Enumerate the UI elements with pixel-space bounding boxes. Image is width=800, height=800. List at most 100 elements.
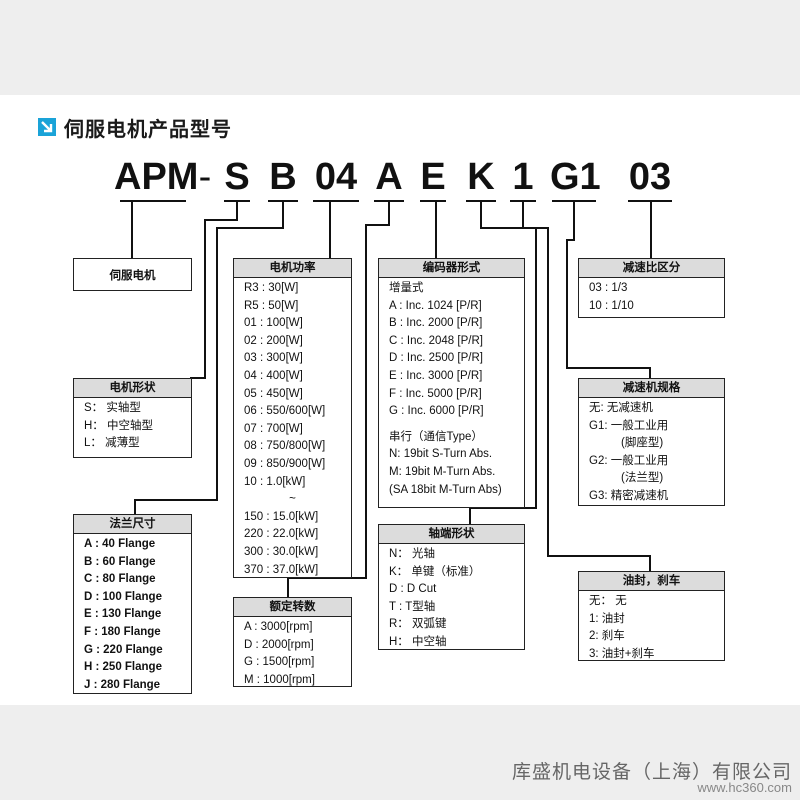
underline-encoder [420,200,446,202]
box-motor: 伺服电机 [73,258,192,291]
code-seal: 1 [512,156,534,198]
encoder-item: D : Inc. 2500 [P/R] [389,352,483,365]
flange-item: B : 60 Flange [84,555,156,568]
reducer-item: G2: 一般工业用 [589,454,669,467]
power-item: 07 : 700[W] [244,422,303,435]
underline-series [120,200,186,202]
power-item: 06 : 550/600[W] [244,405,326,418]
flange-item: J : 280 Flange [84,678,161,691]
encoder-item: M: 19bit M-Turn Abs. [389,465,496,478]
seal-item: 1: 油封 [589,612,625,625]
page-title: 伺服电机产品型号 [64,118,232,141]
power-item: 370 : 37.0[kW] [244,563,319,576]
encoder-item: E : Inc. 3000 [P/R] [389,369,483,382]
code-ratio: 03 [628,156,672,198]
box-shape: 电机形状 S： 实轴型 H： 中空轴型 L： 减薄型 [73,378,192,458]
encoder-item: C : Inc. 2048 [P/R] [389,334,483,347]
box-motor-title: 伺服电机 [109,269,156,282]
connector-flange [134,202,284,514]
power-item: 150 : 15.0[kW] [244,510,319,523]
seal-item: 3: 油封+刹车 [589,647,655,660]
reducer-item-note: (法兰型) [621,472,664,485]
connector-reducer [566,202,651,378]
underline-shaft [466,200,496,202]
box-flange: 法兰尺寸 A : 40 Flange B : 60 Flange C : 80 … [73,514,192,694]
flange-item: H : 250 Flange [84,661,162,674]
seal-item: 无： 无 [589,595,627,607]
connector-seal [522,202,651,571]
power-item: 05 : 450[W] [244,387,303,400]
shaft-item: D : D Cut [389,583,437,596]
footer-url: www.hc360.com [697,780,792,795]
flange-item: A : 40 Flange [84,538,156,550]
ratio-item: 10 : 1/10 [589,299,634,312]
reducer-item: 无: 无减速机 [589,402,653,414]
footer-company: 库盛机电设备（上海）有限公司 [511,762,792,783]
underline-reducer [552,200,596,202]
flange-item: C : 80 Flange [84,573,156,586]
underline-ratio [628,200,672,202]
box-reducer-title: 减速机规格 [579,379,724,398]
code-power: 04 [314,156,358,198]
connector-speed [287,202,390,597]
code-shape: S [224,156,250,198]
shape-item: L： 减薄型 [84,437,140,450]
shape-item: S： 实轴型 [84,402,141,414]
shaft-item: H： 中空轴 [389,635,447,648]
top-band [0,0,800,95]
flange-item: G : 220 Flange [84,643,163,656]
code-speed: A [375,156,403,198]
power-item: 01 : 100[W] [244,317,303,330]
code-encoder: E [420,156,446,198]
underline-speed [374,200,404,202]
underline-power [313,200,359,202]
box-shaft: 轴端形状 N： 光轴 K： 单键（标准） D : D Cut T : T型轴 R… [378,524,525,650]
box-shaft-title: 轴端形状 [379,525,524,544]
box-encoder: 编码器形式 增量式 A : Inc. 1024 [P/R] B : Inc. 2… [378,258,525,508]
encoder-item: G : Inc. 6000 [P/R] [389,405,484,418]
reducer-item: G1: 一般工业用 [589,419,669,432]
power-item: R3 : 30[W] [244,282,299,294]
box-ratio-title: 减速比区分 [579,259,724,278]
encoder-item: B : Inc. 2000 [P/R] [389,317,483,330]
box-power: 电机功率 R3 : 30[W] R5 : 50[W] 01 : 100[W] 0… [233,258,352,578]
power-item: 08 : 750/800[W] [244,440,326,453]
power-item: 220 : 22.0[kW] [244,528,319,541]
shaft-item: K： 单键（标准） [389,565,481,578]
reducer-item-note: (脚座型) [621,437,664,450]
seal-item: 2: 刹车 [589,630,625,643]
encoder-item: 增量式 [389,282,424,294]
speed-item: G : 1500[rpm] [244,656,315,669]
speed-item: A : 3000[rpm] [244,621,313,633]
power-item: 02 : 200[W] [244,334,303,347]
section-title: 伺服电机产品型号 [38,115,232,141]
code-series: APM [114,156,199,198]
connector-shape [190,202,238,379]
connector-shaft [469,202,537,524]
box-reducer: 减速机规格 无: 无减速机 G1: 一般工业用 (脚座型) G2: 一般工业用 … [578,378,725,506]
box-speed-title: 额定转数 [234,598,351,617]
box-ratio: 减速比区分 03 : 1/3 10 : 1/10 [578,258,725,318]
bottom-band [0,705,800,800]
code-shaft: K [467,156,495,198]
power-item: 09 : 850/900[W] [244,457,326,470]
code-dash: - [198,156,212,198]
shaft-item: T : T型轴 [389,600,436,613]
shaft-item: R： 双弧键 [389,618,447,631]
encoder-item: (SA 18bit M-Turn Abs) [389,483,502,496]
power-item: 03 : 300[W] [244,352,303,365]
reducer-item: G3: 精密减速机 [589,489,669,502]
flange-item: D : 100 Flange [84,590,162,603]
box-seal-title: 油封，刹车 [579,572,724,591]
power-item: 300 : 30.0[kW] [244,545,319,558]
encoder-spacer [389,421,514,429]
box-shape-title: 电机形状 [74,379,191,398]
code-reducer: G1 [550,156,601,198]
encoder-item: 串行（通信Type） [389,430,483,443]
encoder-item: F : Inc. 5000 [P/R] [389,387,482,400]
box-speed: 额定转数 A : 3000[rpm] D : 2000[rpm] G : 150… [233,597,352,687]
power-item-ellipsis: ~ [289,493,296,506]
box-encoder-title: 编码器形式 [379,259,524,278]
ratio-item: 03 : 1/3 [589,282,628,294]
